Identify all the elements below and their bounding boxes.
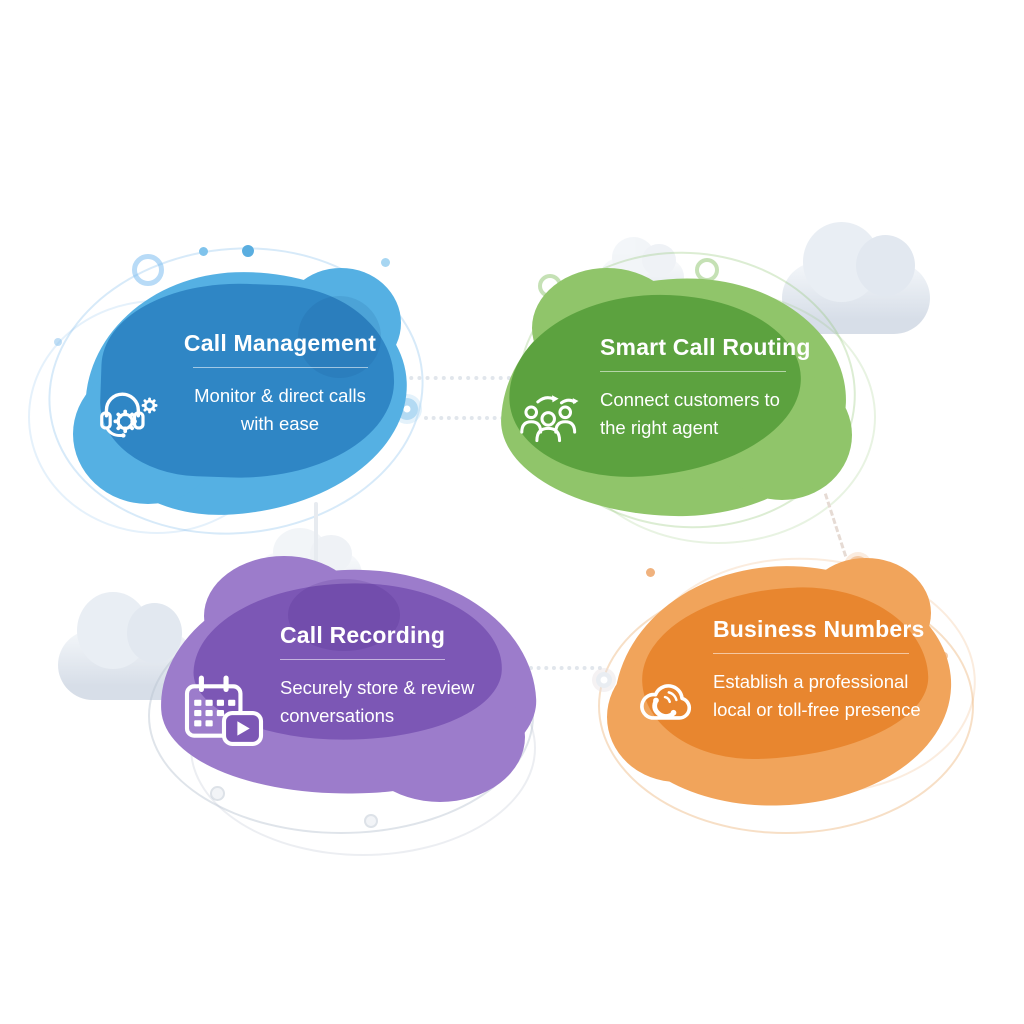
card-subtitle: Connect customers to the right agent	[600, 389, 780, 438]
connector-node-gray	[596, 672, 612, 688]
orbit-dot	[646, 568, 655, 577]
orbit-dot	[132, 254, 164, 286]
people-routing-icon	[518, 386, 586, 448]
card-title: Business Numbers	[713, 616, 925, 642]
calendar-play-icon	[180, 674, 268, 748]
card-business-numbers: Business Numbers Establish a professiona…	[607, 558, 956, 812]
cloud-phone-icon	[629, 668, 701, 730]
blob-accent	[287, 578, 400, 651]
card-title: Call Management	[183, 330, 377, 356]
card-subtitle: Establish a professional local or toll-f…	[713, 671, 921, 720]
connector-line-purple-orange	[506, 666, 602, 670]
orbit-dot	[381, 258, 390, 267]
connector-line-blue-purple	[314, 502, 318, 584]
orbit-dot	[366, 816, 376, 826]
blob-accent	[297, 296, 382, 379]
title-divider	[713, 653, 909, 654]
card-title: Smart Call Routing	[600, 334, 811, 360]
card-call-recording: Call Recording Securely store & review c…	[154, 556, 541, 804]
card-call-management: Call Management	[73, 266, 412, 520]
orbit-dot	[242, 245, 254, 257]
connector-line-blue-green-top	[393, 376, 511, 380]
title-divider	[192, 367, 368, 368]
orbit-dot	[54, 338, 62, 346]
cloud-decoration-left	[58, 591, 196, 700]
title-divider	[280, 659, 445, 660]
card-smart-call-routing: Smart Call Routing Connect customers	[497, 268, 852, 522]
card-title: Call Recording	[280, 622, 446, 648]
card-subtitle: Securely store & review conversations	[280, 677, 475, 726]
headset-gears-icon	[94, 382, 162, 442]
orbit-dot	[199, 247, 208, 256]
card-subtitle: Monitor & direct calls with ease	[194, 385, 366, 434]
orbit-dot	[212, 788, 223, 799]
connector-line-blue-green-bottom	[424, 416, 512, 420]
title-divider	[600, 371, 786, 372]
